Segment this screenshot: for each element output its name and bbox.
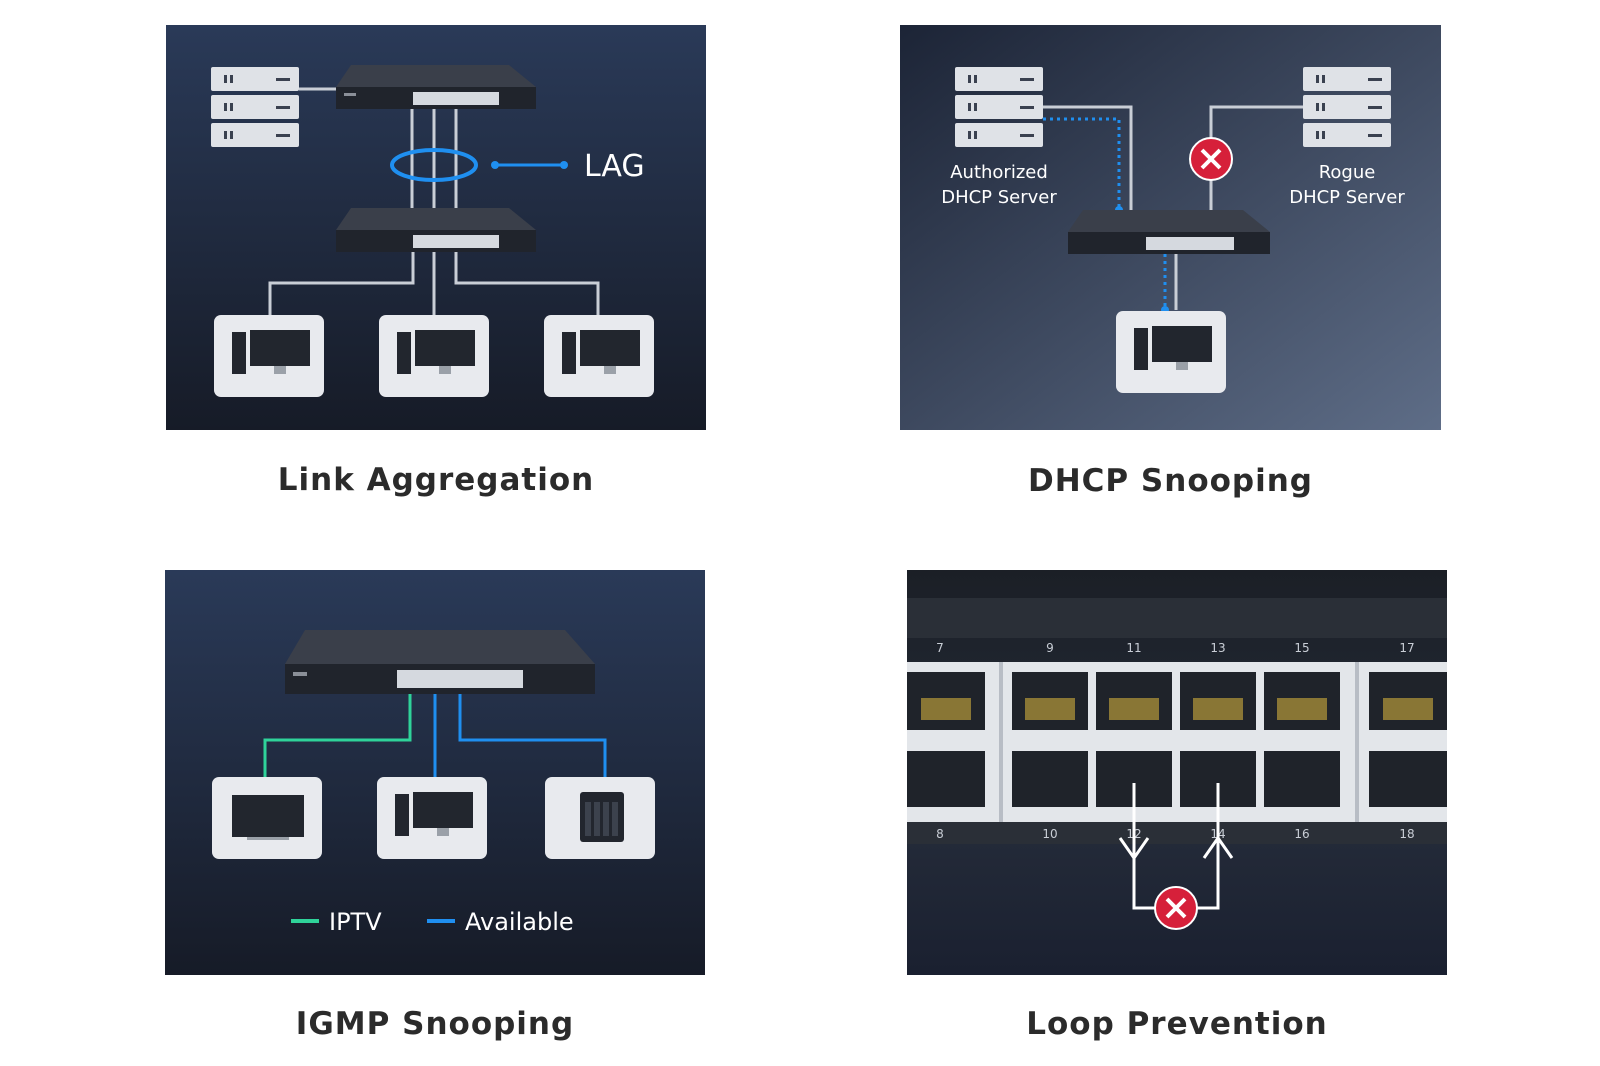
port-number: 9 — [1046, 641, 1054, 655]
blocked-icon — [1189, 137, 1233, 181]
port-number: 17 — [1399, 641, 1414, 655]
ethernet-port-icon — [907, 672, 1447, 807]
caption-loop-prevention: Loop Prevention — [1026, 1006, 1328, 1042]
port-number: 8 — [936, 827, 944, 841]
caption-dhcp-snooping: DHCP Snooping — [1027, 463, 1313, 499]
port-number: 13 — [1210, 641, 1225, 655]
computer-icon — [214, 315, 324, 397]
link-aggregation-diagram: LAG — [166, 25, 706, 430]
authorized-server-label: DHCP Server — [941, 187, 1057, 208]
authorized-server-label: Authorized — [950, 162, 1048, 183]
switch-icon — [336, 65, 536, 109]
rogue-server-label: Rogue — [1319, 162, 1376, 183]
switch-icon — [336, 208, 536, 252]
rogue-server-label: DHCP Server — [1289, 187, 1405, 208]
computer-icon — [377, 777, 487, 859]
authorized-server-icon — [955, 67, 1043, 147]
computer-icon — [544, 315, 654, 397]
caption-igmp-snooping: IGMP Snooping — [295, 1006, 575, 1042]
loop-prevention-diagram: 7 9 11 13 15 17 8 10 12 14 16 18 — [907, 570, 1447, 975]
port-number: 16 — [1294, 827, 1309, 841]
igmp-snooping-diagram: IPTV Available — [165, 570, 705, 975]
port-number: 7 — [936, 641, 944, 655]
server-stack-icon — [211, 67, 299, 147]
rogue-server-icon — [1303, 67, 1391, 147]
legend-available-label: Available — [465, 908, 574, 936]
computer-icon — [1116, 311, 1226, 393]
legend-iptv-label: IPTV — [329, 908, 382, 936]
lag-label: LAG — [584, 149, 645, 184]
switch-icon — [1068, 210, 1270, 254]
blocked-icon — [1154, 886, 1198, 930]
caption-link-aggregation: Link Aggregation — [277, 462, 595, 498]
computer-icon — [379, 315, 489, 397]
dhcp-snooping-diagram: Authorized DHCP Server Rogue DHCP Server — [900, 25, 1441, 430]
tv-icon — [212, 777, 322, 859]
port-number: 11 — [1126, 641, 1141, 655]
port-number: 10 — [1042, 827, 1057, 841]
nas-icon — [545, 777, 655, 859]
switch-icon — [285, 630, 595, 694]
port-number: 15 — [1294, 641, 1309, 655]
port-number: 18 — [1399, 827, 1414, 841]
